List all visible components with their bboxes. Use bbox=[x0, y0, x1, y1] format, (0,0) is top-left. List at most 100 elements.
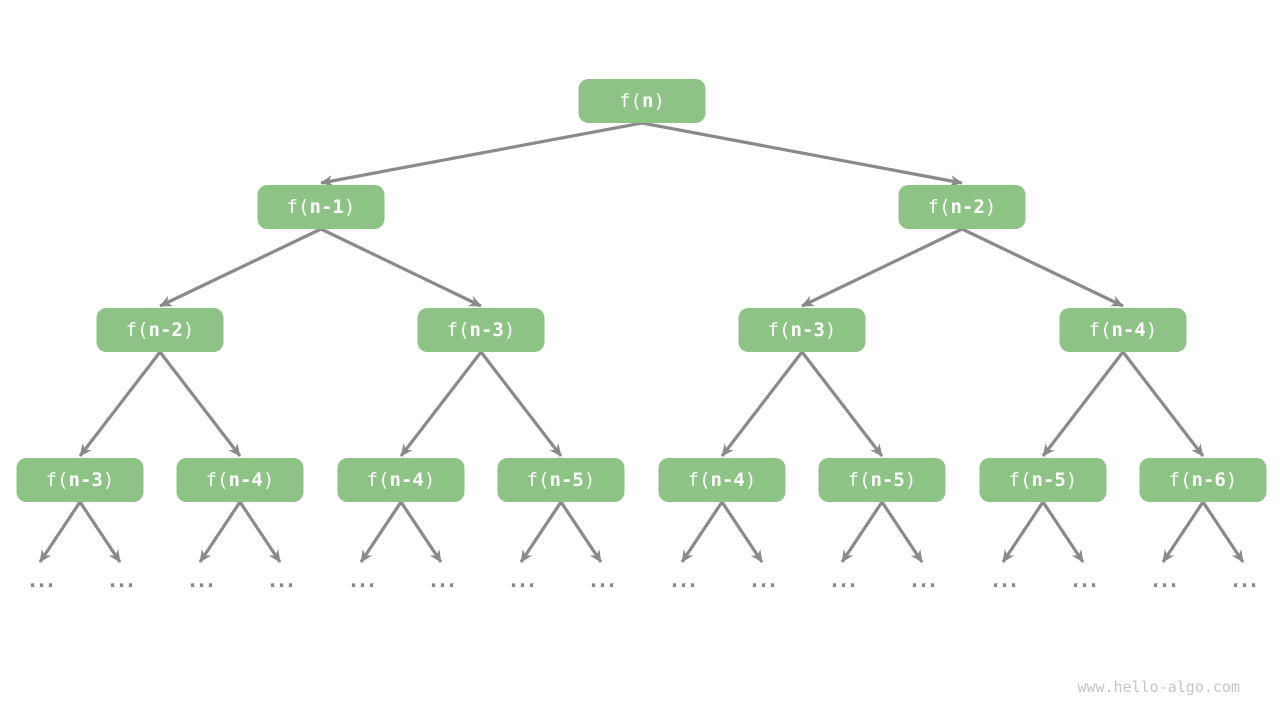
edge-arrow bbox=[158, 351, 242, 457]
node-label-prefix: f( bbox=[619, 90, 642, 112]
node-label-prefix: f( bbox=[205, 469, 229, 491]
edge-arrow bbox=[801, 227, 963, 308]
node-label-prefix: f( bbox=[526, 469, 550, 491]
edge-arrow bbox=[159, 227, 322, 308]
node-label-prefix: f( bbox=[125, 319, 149, 341]
edge-arrow bbox=[519, 501, 563, 563]
node-label-var: n bbox=[641, 90, 654, 112]
edge-arrow bbox=[479, 351, 563, 457]
node-label-suffix: ) bbox=[1145, 319, 1158, 341]
node-label-suffix: ) bbox=[984, 196, 997, 218]
node-label-prefix: f( bbox=[1168, 469, 1192, 491]
node-label-var: n-4 bbox=[710, 469, 745, 491]
edge-arrow bbox=[720, 351, 804, 457]
node-label-var: n-5 bbox=[870, 469, 905, 491]
node-label-suffix: ) bbox=[102, 469, 115, 491]
ellipsis: ... bbox=[748, 568, 778, 592]
node-label-prefix: f( bbox=[446, 319, 470, 341]
node-label-prefix: f( bbox=[767, 319, 791, 341]
tree-node-f-n-6: f(n-6) bbox=[1139, 458, 1267, 502]
edge-arrow bbox=[198, 501, 242, 563]
ellipsis: ... bbox=[908, 568, 938, 592]
edge-arrow bbox=[720, 501, 764, 563]
ellipsis: ... bbox=[1069, 568, 1099, 592]
tree-node-f-n: f(n) bbox=[578, 79, 706, 123]
edge-arrow bbox=[961, 227, 1124, 308]
edge-arrow bbox=[359, 501, 403, 563]
edge-arrow bbox=[559, 501, 603, 563]
node-label-prefix: f( bbox=[1088, 319, 1112, 341]
tree-node-f-n-3: f(n-3) bbox=[16, 458, 144, 502]
node-label-prefix: f( bbox=[286, 196, 310, 218]
node-label-prefix: f( bbox=[927, 196, 951, 218]
edge-arrow bbox=[800, 351, 884, 457]
node-label-var: n-4 bbox=[389, 469, 424, 491]
node-label-var: n-5 bbox=[1031, 469, 1066, 491]
tree-node-f-n-2: f(n-2) bbox=[96, 308, 224, 352]
edge-arrow bbox=[1121, 351, 1205, 457]
tree-node-f-n-4: f(n-4) bbox=[658, 458, 786, 502]
edge-arrow bbox=[1001, 501, 1045, 563]
edge-arrow bbox=[78, 501, 122, 563]
ellipsis: ... bbox=[186, 568, 216, 592]
edge-arrow bbox=[1161, 501, 1205, 563]
node-label-var: n-6 bbox=[1191, 469, 1226, 491]
node-label-prefix: f( bbox=[366, 469, 390, 491]
ellipsis: ... bbox=[587, 568, 617, 592]
node-label-suffix: ) bbox=[653, 90, 665, 112]
ellipsis: ... bbox=[266, 568, 296, 592]
edge-arrow bbox=[641, 121, 963, 187]
node-label-var: n-2 bbox=[148, 319, 183, 341]
ellipsis: ... bbox=[1149, 568, 1179, 592]
node-label-suffix: ) bbox=[423, 469, 436, 491]
ellipsis: ... bbox=[507, 568, 537, 592]
node-label-var: n-1 bbox=[309, 196, 344, 218]
node-label-var: n-4 bbox=[1111, 319, 1146, 341]
watermark: www.hello-algo.com bbox=[1077, 678, 1240, 696]
node-label-var: n-3 bbox=[68, 469, 103, 491]
node-label-prefix: f( bbox=[687, 469, 711, 491]
node-label-suffix: ) bbox=[343, 196, 356, 218]
tree-node-f-n-3: f(n-3) bbox=[738, 308, 866, 352]
edge-arrow bbox=[399, 501, 443, 563]
tree-node-f-n-4: f(n-4) bbox=[337, 458, 465, 502]
edge-arrow bbox=[1041, 501, 1085, 563]
ellipsis: ... bbox=[828, 568, 858, 592]
edge-arrow bbox=[1201, 501, 1245, 563]
node-label-var: n-2 bbox=[950, 196, 985, 218]
tree-node-f-n-5: f(n-5) bbox=[979, 458, 1107, 502]
tree-node-f-n-2: f(n-2) bbox=[898, 185, 1026, 229]
ellipsis: ... bbox=[26, 568, 56, 592]
edge-arrow bbox=[78, 351, 162, 457]
edge-arrow bbox=[238, 501, 282, 563]
ellipsis: ... bbox=[1229, 568, 1259, 592]
node-label-prefix: f( bbox=[1008, 469, 1032, 491]
ellipsis: ... bbox=[106, 568, 136, 592]
node-label-suffix: ) bbox=[182, 319, 195, 341]
node-label-var: n-5 bbox=[549, 469, 584, 491]
edge-arrow bbox=[680, 501, 724, 563]
node-label-var: n-3 bbox=[790, 319, 825, 341]
node-label-var: n-3 bbox=[469, 319, 504, 341]
node-label-suffix: ) bbox=[1225, 469, 1238, 491]
edge-arrow bbox=[880, 501, 924, 563]
edge-arrow bbox=[320, 227, 482, 308]
edge-arrow bbox=[840, 501, 884, 563]
node-label-suffix: ) bbox=[824, 319, 837, 341]
edge-arrow bbox=[320, 121, 643, 187]
node-label-var: n-4 bbox=[228, 469, 263, 491]
node-label-suffix: ) bbox=[503, 319, 516, 341]
tree-node-f-n-4: f(n-4) bbox=[176, 458, 304, 502]
ellipsis: ... bbox=[347, 568, 377, 592]
node-label-suffix: ) bbox=[744, 469, 757, 491]
tree-node-f-n-5: f(n-5) bbox=[818, 458, 946, 502]
node-label-suffix: ) bbox=[904, 469, 917, 491]
ellipsis: ... bbox=[989, 568, 1019, 592]
tree-node-f-n-1: f(n-1) bbox=[257, 185, 385, 229]
node-label-suffix: ) bbox=[583, 469, 596, 491]
edge-arrow bbox=[38, 501, 82, 563]
node-label-suffix: ) bbox=[262, 469, 275, 491]
edge-arrow bbox=[399, 351, 483, 457]
